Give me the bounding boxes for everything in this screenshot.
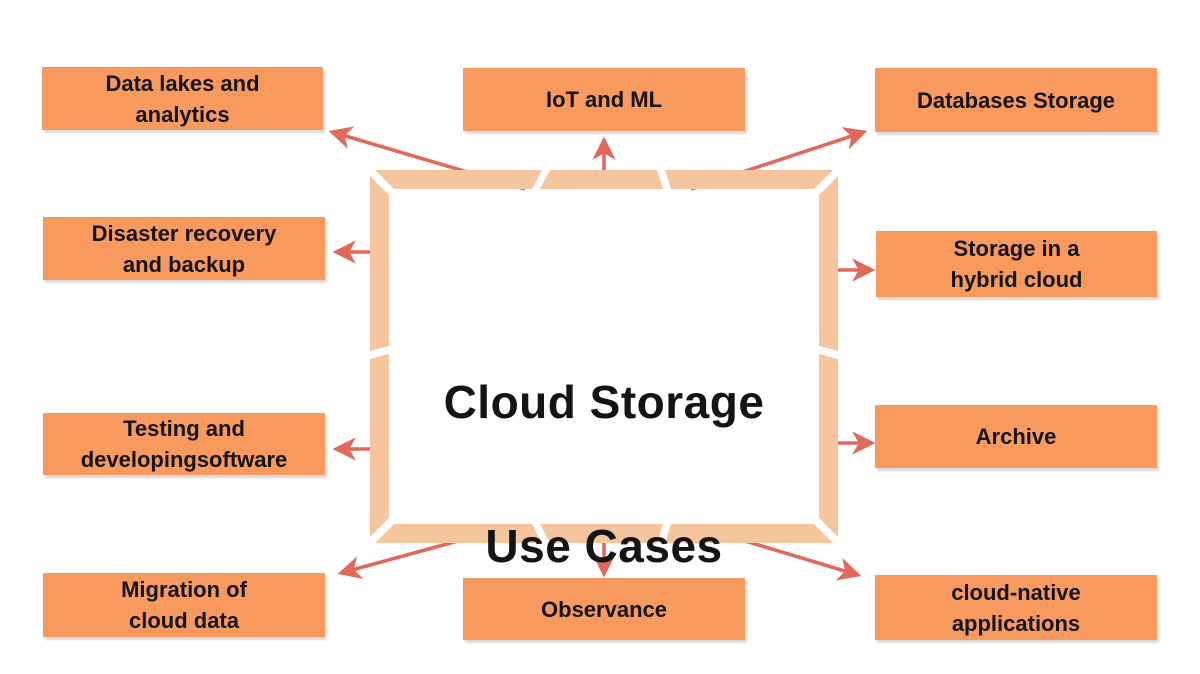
frame-segment-bottom-middle: [540, 524, 663, 543]
frame-segment-left-top: [370, 176, 389, 351]
diagram-title-line2: Use Cases: [485, 520, 723, 572]
node-testing: Testing and developingsoftware: [43, 413, 325, 475]
node-databases: Databases Storage: [875, 68, 1157, 132]
frame-segment-right-bottom: [819, 354, 838, 537]
frame-segment-bottom-left: [375, 524, 542, 543]
node-hybrid: Storage in a hybrid cloud: [876, 231, 1157, 297]
node-cloud-native: cloud-native applications: [875, 575, 1157, 640]
frame-segment-bottom-right: [665, 524, 833, 543]
node-migration: Migration of cloud data: [43, 573, 325, 637]
node-data-lakes: Data lakes and analytics: [42, 67, 323, 130]
diagram-title-line1: Cloud Storage: [443, 376, 765, 428]
node-iot-ml: IoT and ML: [463, 68, 745, 131]
node-observance: Observance: [463, 578, 745, 640]
node-disaster: Disaster recovery and backup: [43, 217, 325, 280]
frame-segment-top-right: [665, 170, 833, 189]
node-archive: Archive: [875, 405, 1157, 468]
frame-segment-right-top: [819, 176, 838, 351]
frame-segment-top-left: [375, 170, 542, 189]
frame-segment-top-middle: [540, 170, 663, 189]
frame-segment-left-bottom: [370, 354, 389, 537]
central-frame: [370, 170, 838, 543]
diagram-title: Cloud Storage Use Cases: [389, 294, 819, 654]
